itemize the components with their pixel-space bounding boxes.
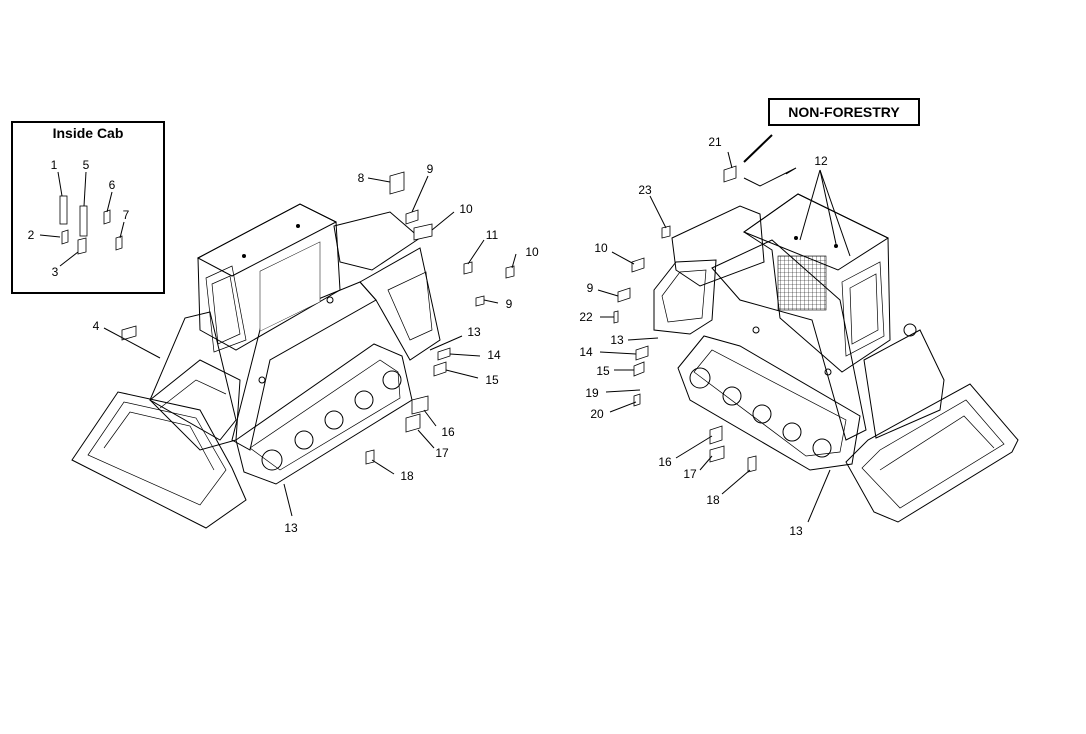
decal-3 bbox=[77, 237, 87, 255]
right-callout-label: 20 bbox=[590, 407, 604, 421]
decal-16-right bbox=[709, 425, 723, 445]
right-callout-label: 10 bbox=[594, 241, 608, 255]
decal-8 bbox=[389, 171, 405, 195]
left-machine-illustration bbox=[71, 203, 441, 529]
non-forestry-label: NON-FORESTRY bbox=[788, 104, 900, 120]
decal-10 bbox=[413, 223, 433, 241]
right-callout-label: 18 bbox=[706, 493, 720, 507]
inset-callout: 5 bbox=[83, 158, 90, 172]
decal-10-right bbox=[631, 257, 645, 273]
non-forestry-tag: NON-FORESTRY bbox=[743, 98, 920, 163]
right-callout-label: 14 bbox=[579, 345, 593, 359]
decal-15 bbox=[433, 361, 447, 377]
bucket bbox=[71, 391, 247, 529]
right-callout-label: 15 bbox=[596, 364, 610, 378]
left-callout-label: 17 bbox=[435, 446, 449, 460]
left-callout-label: 9 bbox=[427, 162, 434, 176]
left-callout-label: 9 bbox=[506, 297, 513, 311]
decal-9-right bbox=[617, 287, 631, 303]
decal-14-right bbox=[635, 345, 649, 361]
decal-23 bbox=[661, 225, 671, 239]
left-decals: 8 9 10 11 10 9 4 13 14 15 16 17 18 13 bbox=[93, 162, 539, 535]
inset-callout: 1 bbox=[51, 158, 58, 172]
right-callout-label: 12 bbox=[814, 154, 828, 168]
decal-9 bbox=[405, 209, 419, 225]
left-callout-label: 18 bbox=[400, 469, 414, 483]
right-callout-label: 22 bbox=[579, 310, 593, 324]
inset-callout: 7 bbox=[123, 208, 130, 222]
decal-9b bbox=[475, 295, 485, 307]
inset-callout: 3 bbox=[52, 265, 59, 279]
left-callout-label: 11 bbox=[486, 228, 499, 242]
left-callout-label: 13 bbox=[467, 325, 481, 339]
inset-callout: 2 bbox=[28, 228, 35, 242]
decal-5 bbox=[79, 205, 88, 237]
inside-cab-inset: Inside Cab 1 5 6 7 2 3 bbox=[11, 121, 165, 294]
decal-1 bbox=[59, 195, 68, 225]
inset-callout: 6 bbox=[109, 178, 116, 192]
non-forestry-box bbox=[768, 98, 920, 126]
decal-18 bbox=[365, 449, 375, 465]
left-callout-label: 16 bbox=[441, 425, 455, 439]
left-callout-label: 8 bbox=[358, 171, 365, 185]
left-callout-label: 10 bbox=[459, 202, 473, 216]
right-callout-label: 13 bbox=[610, 333, 624, 347]
decal-15-right bbox=[633, 361, 645, 377]
decal-17 bbox=[405, 413, 421, 433]
left-callout-label: 10 bbox=[525, 245, 539, 259]
right-callout-label: 23 bbox=[638, 183, 652, 197]
right-callout-label: 16 bbox=[658, 455, 672, 469]
right-callout-label: 19 bbox=[585, 386, 599, 400]
decal-14 bbox=[437, 347, 451, 361]
left-callout-label: 13 bbox=[284, 521, 298, 535]
right-decals: 21 12 23 10 9 22 13 14 15 19 20 16 17 18… bbox=[579, 135, 851, 538]
right-callout-label: 9 bbox=[587, 281, 594, 295]
decal-21 bbox=[723, 165, 737, 183]
right-machine-illustration bbox=[653, 193, 1019, 523]
decal-18-right bbox=[747, 455, 757, 473]
decal-2 bbox=[61, 229, 69, 245]
left-callout-label: 15 bbox=[485, 373, 499, 387]
decal-17-right bbox=[709, 445, 725, 463]
right-callout-label: 13 bbox=[789, 524, 803, 538]
decal-16 bbox=[411, 395, 429, 415]
right-callout-label: 17 bbox=[683, 467, 697, 481]
decal-10b bbox=[505, 265, 515, 279]
right-callout-label: 21 bbox=[708, 135, 722, 149]
decal-20 bbox=[633, 393, 641, 407]
bucket-right bbox=[845, 383, 1019, 523]
decal-7 bbox=[115, 235, 123, 251]
left-callout-label: 4 bbox=[93, 319, 100, 333]
inset-title: Inside Cab bbox=[53, 125, 124, 141]
left-callout-label: 14 bbox=[487, 348, 501, 362]
decal-6 bbox=[103, 209, 111, 225]
decal-4 bbox=[121, 325, 137, 341]
decal-22 bbox=[613, 310, 619, 324]
inset-frame bbox=[11, 121, 165, 294]
